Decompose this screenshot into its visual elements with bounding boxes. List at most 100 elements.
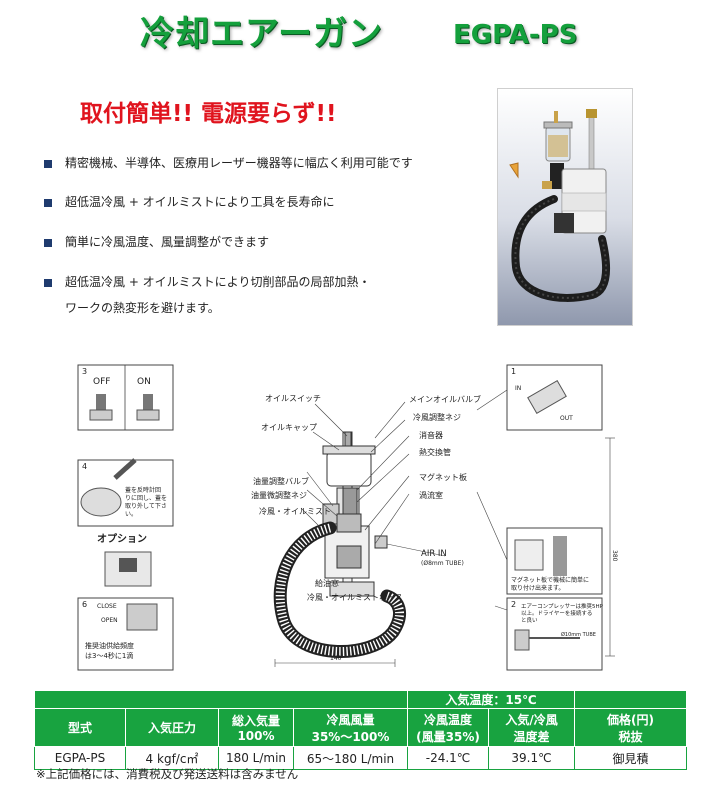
cell-total-air: 180 L/min <box>218 746 294 770</box>
header-temp-diff: 入気/冷風温度差 <box>487 708 576 747</box>
open-label: OPEN <box>101 617 118 624</box>
feature-item: 超低温冷風 + オイルミストにより切削部品の局部加熱・ ワークの熱変形を避けます… <box>44 275 370 321</box>
panel-number: 6 <box>82 600 87 609</box>
panel-note: りに回し、蓋を <box>125 494 167 502</box>
label-magnet-plate: マグネット板 <box>419 472 467 482</box>
in-label: IN <box>515 385 521 392</box>
header-cold-temp: 冷風温度 (風量35%) <box>407 708 489 747</box>
panel-note: 蓋を反時計回 <box>125 486 161 494</box>
feature-text: 簡単に冷風温度、風量調整ができます <box>65 235 270 249</box>
panel-magnet: マグネット板で機械に簡単に 取り付け出来ます。 <box>506 527 603 595</box>
dimension-lines <box>274 437 615 667</box>
bullet-square-icon <box>44 239 52 247</box>
panel-note: 取り付け出来ます。 <box>511 584 564 592</box>
header-text: 入気/冷風 <box>505 712 558 727</box>
panel-note: は3～4秒に1滴 <box>85 651 133 660</box>
cell-temp-diff: 39.1℃ <box>487 746 576 770</box>
panel-note: エアーコンプレッサーは推奨5HP <box>521 602 604 610</box>
panel-compressor: 2 エアーコンプレッサーは推奨5HP 以上。ドライヤーを接続する と良い Ø10… <box>506 597 604 671</box>
header-text: 入気圧力 <box>147 721 196 735</box>
feature-item: 簡単に冷風温度、風量調整ができます <box>44 235 269 255</box>
feature-text: 超低温冷風 + オイルミストにより切削部品の局部加熱・ ワークの熱変形を避けます… <box>65 275 371 315</box>
header-text: 100% <box>237 729 275 743</box>
close-label: CLOSE <box>97 603 117 610</box>
panel-note: 取り外して下さ <box>125 502 167 510</box>
price-note: ※上記価格には、消費税及び発送送料は含みません <box>36 767 299 781</box>
panel-number: 2 <box>511 600 516 609</box>
label-vortex-chamber: 渦流室 <box>419 490 443 500</box>
feature-text: 精密機械、半導体、医療用レーザー機器等に幅広く利用可能です <box>65 156 413 170</box>
panel-number: 4 <box>82 462 87 471</box>
spec-group-header: 入気温度：15℃ <box>406 690 576 709</box>
header-text: 価格(円) <box>607 712 654 727</box>
headline: 取付簡単!! 電源要らず!! <box>80 101 337 127</box>
air-gun-illustration <box>509 109 611 302</box>
label-oil-switch: オイルスイッチ <box>265 394 321 403</box>
header-text: 総入気量 <box>231 714 280 728</box>
panel-oil-valve: 6 CLOSE OPEN 推奨油供給頻度 は3～4秒に1滴 <box>77 597 174 671</box>
bullet-square-icon <box>44 279 52 287</box>
technical-diagram: 3 OFF ON 4 蓋を反時計回 りに回し、蓋を 取り外して下さ い。 オプシ… <box>77 364 618 671</box>
label-air-in-tube: (Ø8mm TUBE) <box>421 560 464 567</box>
header-text: 冷風風量 <box>326 712 375 727</box>
label-main-oil-valve: メインオイルバルブ <box>409 394 481 404</box>
header-text: 税抜 <box>618 729 643 744</box>
cell-inlet-pressure: 4 kgf/c㎡ <box>125 746 219 770</box>
cell-cold-air: 65～180 L/min <box>293 746 408 770</box>
label-cold-air-mist: 冷風・オイルミスト <box>259 506 331 516</box>
label-air-in: AIR IN <box>421 549 447 559</box>
main-unit-drawing <box>273 431 407 658</box>
header-text: (風量35%) <box>416 729 480 744</box>
header-price: 価格(円) 税抜 <box>574 708 688 747</box>
product-photo <box>497 88 633 326</box>
header-text: 型式 <box>67 721 92 735</box>
panel-note: と良い <box>521 616 538 624</box>
header-text: 温度差 <box>513 729 550 744</box>
on-label: ON <box>137 377 151 387</box>
spec-header-spacer <box>34 690 408 709</box>
table-row: EGPA-PS 4 kgf/c㎡ 180 L/min 65～180 L/min … <box>34 746 688 770</box>
label-oil-adjust-valve: 油量調整バルブ <box>253 476 309 486</box>
cell-price: 御見積 <box>574 746 688 770</box>
label-heat-exchanger: 熱交換管 <box>419 447 451 457</box>
spec-header-spacer <box>574 690 688 709</box>
panel-number: 3 <box>82 367 87 376</box>
label-oil-window: 給油窓 <box>315 578 339 588</box>
panel-oil-cap: 4 蓋を反時計回 りに回し、蓋を 取り外して下さ い。 <box>77 458 174 527</box>
feature-item: 精密機械、半導体、医療用レーザー機器等に幅広く利用可能です <box>44 156 413 176</box>
out-label: OUT <box>560 415 573 422</box>
panel-number: 1 <box>511 367 516 376</box>
panel-note: 以上。ドライヤーを接続する <box>521 609 592 617</box>
model-title: EGPA-PS <box>453 20 578 50</box>
tube-label: Ø10mm TUBE <box>561 631 596 638</box>
label-oil-cap: オイルキャップ <box>261 423 317 432</box>
bullet-square-icon <box>44 160 52 168</box>
header-cold-air: 冷風風量 35%～100% <box>293 708 408 747</box>
label-oil-fine-screw: 油量微調整ネジ <box>251 490 307 500</box>
panel-note: マグネット板で機械に簡単に <box>511 576 589 584</box>
header-text: 35%～100% <box>311 729 390 744</box>
label-hose: 冷風・オイルミストホース <box>307 592 403 602</box>
option-label: オプション <box>97 532 147 545</box>
option-accessory: オプション <box>97 532 152 587</box>
label-air-adjust-screw: 冷風調整ネジ <box>413 412 461 422</box>
off-label: OFF <box>93 377 110 387</box>
panel-note: い。 <box>125 511 137 518</box>
panel-oil-switch: 3 OFF ON <box>77 364 174 431</box>
spec-group-header-row: 入気温度：15℃ <box>34 690 688 709</box>
panel-air-connect: 1 IN OUT <box>506 364 603 431</box>
feature-item: 超低温冷風 + オイルミストにより工具を長寿命に <box>44 195 334 215</box>
header-model: 型式 <box>34 708 126 747</box>
cell-model: EGPA-PS <box>34 746 126 770</box>
header-inlet-pressure: 入気圧力 <box>125 708 219 747</box>
callout-labels <box>300 389 508 611</box>
cell-cold-temp: -24.1℃ <box>407 746 489 770</box>
bullet-square-icon <box>44 199 52 207</box>
dimension-height: 380 <box>611 550 618 562</box>
feature-text: 超低温冷風 + オイルミストにより工具を長寿命に <box>65 195 335 209</box>
panel-note: 推奨油供給頻度 <box>85 641 134 650</box>
header-text: 冷風温度 <box>423 712 472 727</box>
